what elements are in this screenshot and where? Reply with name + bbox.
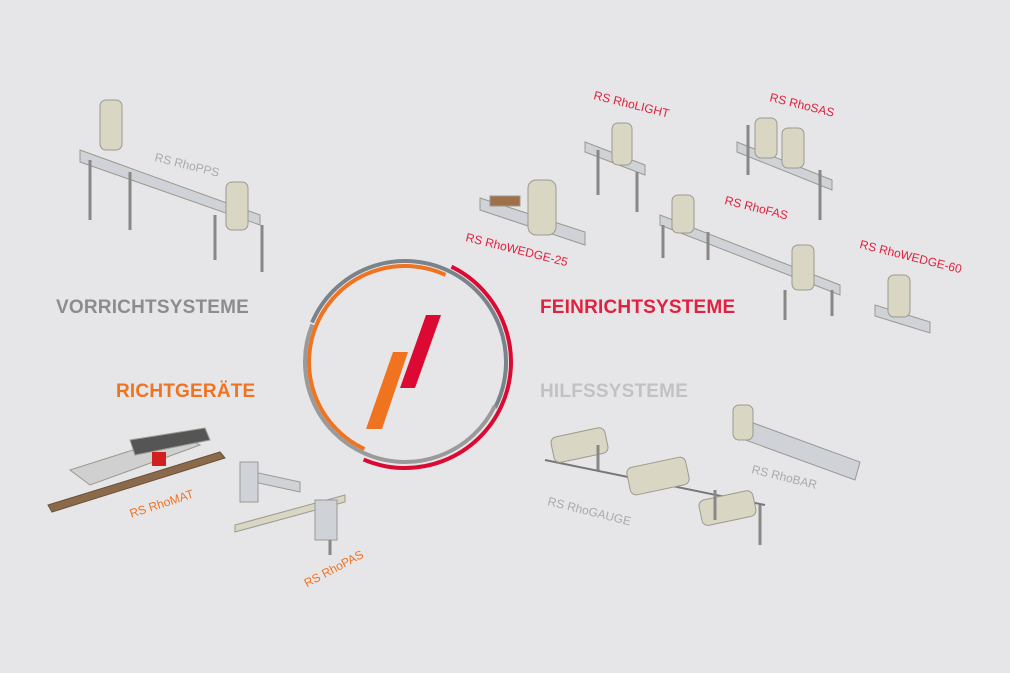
product-illustrations [47,99,931,555]
category-vorrichtsysteme: VORRICHTSYSTEME [56,297,250,318]
logo-slash-orange [366,352,408,429]
rhosas-illustration [736,117,833,220]
rhomat-illustration [47,427,226,513]
rholight-illustration [584,122,646,212]
category-richtgeraete: RICHTGERÄTE [116,381,256,402]
rhowedge25-illustration [479,179,586,246]
rhogauge-illustration [544,427,766,545]
rhobar-illustration [732,404,861,481]
logo-arc-dark-gray [310,259,508,409]
rhowedge60-illustration [874,274,931,334]
rhopas-illustration [234,461,346,555]
logo [303,259,514,471]
logo-slash-red [400,315,441,388]
logo-arc-red [362,264,514,471]
logo-arc-light-gray [303,323,497,464]
category-feinrichtsysteme: FEINRICHTSYSTEME [540,297,736,318]
logo-arc-orange [307,264,447,451]
rhopps-illustration [79,99,264,272]
rhofas-illustration [659,194,841,320]
category-hilfssysteme: HILFSSYSTEME [540,381,689,402]
